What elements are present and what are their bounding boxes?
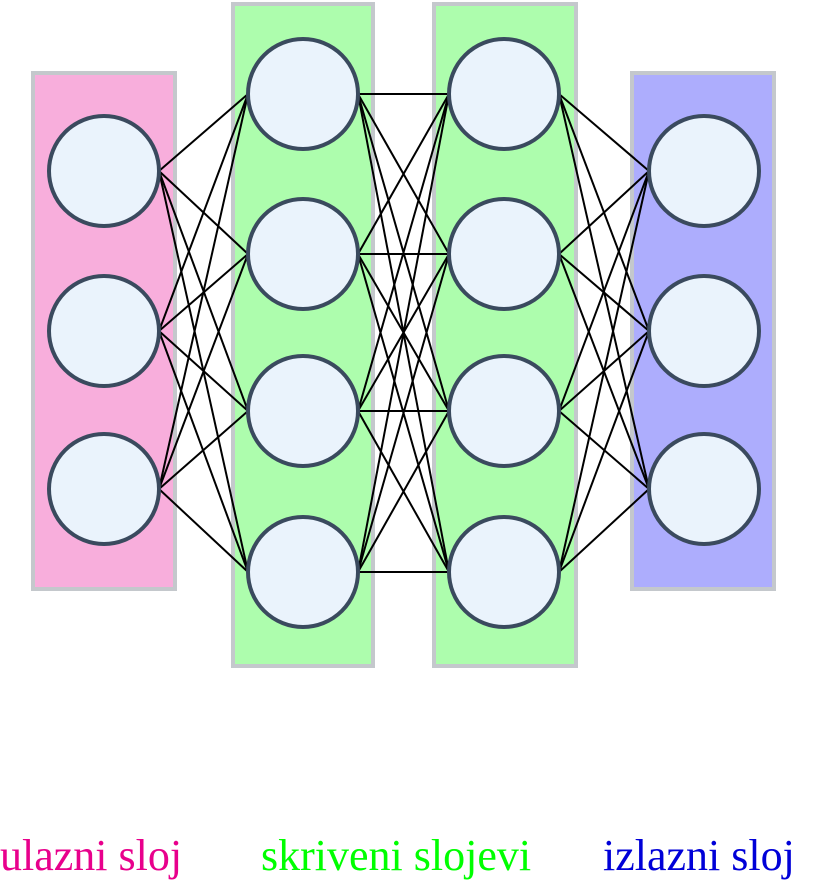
connection-hidden-2-4-to-output-3 xyxy=(558,488,650,573)
neuron-hidden-1-2 xyxy=(246,197,360,311)
connection-input-3-to-hidden-1-2 xyxy=(158,253,249,490)
input-layer-label: ulazni sloj xyxy=(0,831,182,880)
connection-hidden-2-3-to-output-1 xyxy=(558,170,650,412)
output-layer-label: izlazni sloj xyxy=(603,831,795,880)
connection-hidden-1-3-to-hidden-2-1 xyxy=(357,93,450,412)
connection-input-3-to-hidden-1-1 xyxy=(158,93,249,490)
neuron-hidden-2-4 xyxy=(447,515,561,629)
neuron-input-1 xyxy=(47,114,161,228)
connection-hidden-1-2-to-hidden-2-1 xyxy=(357,93,450,255)
neuron-hidden-2-2 xyxy=(447,197,561,311)
neurons xyxy=(47,37,761,629)
neuron-output-1 xyxy=(647,114,761,228)
connection-input-2-to-hidden-1-4 xyxy=(158,330,249,573)
hidden-layers-label: skriveni slojevi xyxy=(261,831,531,880)
neuron-hidden-2-3 xyxy=(447,354,561,468)
connection-hidden-1-4-to-hidden-2-1 xyxy=(357,93,450,573)
connection-input-1-to-hidden-1-1 xyxy=(158,93,249,172)
connection-hidden-2-4-to-output-2 xyxy=(558,330,650,573)
neuron-input-2 xyxy=(47,274,161,388)
neuron-output-2 xyxy=(647,274,761,388)
connection-input-3-to-hidden-1-4 xyxy=(158,488,249,573)
connections xyxy=(158,93,650,573)
connection-hidden-2-1-to-output-1 xyxy=(558,93,650,172)
neuron-hidden-1-1 xyxy=(246,37,360,151)
connection-input-3-to-hidden-1-3 xyxy=(158,410,249,490)
neuron-input-3 xyxy=(47,432,161,546)
connection-hidden-1-4-to-hidden-2-3 xyxy=(357,410,450,573)
neuron-output-3 xyxy=(647,432,761,546)
connection-hidden-1-4-to-hidden-2-2 xyxy=(357,253,450,573)
connection-input-2-to-hidden-1-1 xyxy=(158,93,249,332)
connection-hidden-2-2-to-output-1 xyxy=(558,170,650,255)
connection-hidden-2-4-to-output-1 xyxy=(558,170,650,573)
neuron-hidden-1-3 xyxy=(246,354,360,468)
neuron-hidden-2-1 xyxy=(447,37,561,151)
neuron-hidden-1-4 xyxy=(246,515,360,629)
